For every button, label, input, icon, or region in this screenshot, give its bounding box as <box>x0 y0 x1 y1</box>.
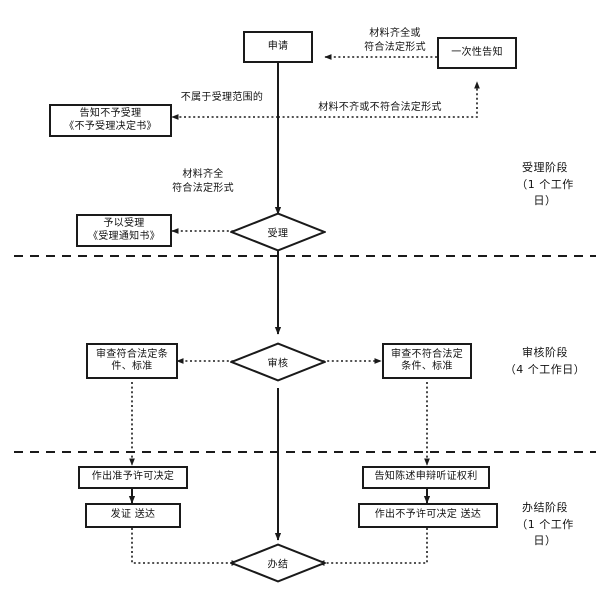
stage-label-review: 审核阶段 （4 个工作日） <box>495 345 595 378</box>
review-diamond-shape <box>230 342 326 382</box>
stage-label-acceptance-line3: 日） <box>533 194 557 207</box>
edge-label-not-in-scope: 不属于受理范围的 <box>158 91 286 105</box>
node-review-fail-line2: 条件、标准 <box>401 361 453 372</box>
edge-issue-to-complete <box>131 528 239 566</box>
edge-label-materials-incomplete: 材料不齐或不符合法定形式 <box>300 101 460 115</box>
node-accept-notice[interactable]: 予以受理 《受理通知书》 <box>76 214 172 247</box>
node-reject-acceptance-line2: 《不予受理决定书》 <box>64 120 157 132</box>
node-one-time-notice-label: 一次性告知 <box>451 46 503 58</box>
node-complete-diamond[interactable]: 办结 <box>230 543 326 583</box>
stage-label-acceptance-line1: 受理阶段 <box>522 161 568 174</box>
node-reject-acceptance-line1: 告知不予受理 <box>79 108 142 119</box>
node-review-pass-line2: 件、标准 <box>111 361 153 372</box>
node-reject-acceptance-notice[interactable]: 告知不予受理 《不予受理决定书》 <box>49 104 172 137</box>
stage-label-completion-line3: 日） <box>533 534 557 547</box>
node-accept-diamond[interactable]: 受理 <box>230 212 326 252</box>
edge-label-materials-complete-line1: 材料齐全 <box>182 169 224 180</box>
node-accept-notice-line2: 《受理通知书》 <box>87 230 161 242</box>
edge-label-materials-complete: 材料齐全 符合法定形式 <box>148 168 258 195</box>
edge-label-materials-ok-or-legal-line2: 符合法定形式 <box>364 41 426 53</box>
node-rights-notice-label: 告知陈述申辩听证权利 <box>374 471 478 483</box>
stage-label-review-line1: 审核阶段 <box>522 346 568 359</box>
node-reject-decision[interactable]: 作出不予许可决定 送达 <box>358 503 498 528</box>
node-apply[interactable]: 申请 <box>243 31 313 63</box>
complete-diamond-shape <box>230 543 326 583</box>
stage-label-review-line2: （4 个工作日） <box>504 362 586 376</box>
node-review-pass[interactable]: 审查符合法定条 件、标准 <box>86 343 178 379</box>
node-approve-decision[interactable]: 作出准予许可决定 <box>78 466 188 489</box>
node-review-diamond[interactable]: 审核 <box>230 342 326 382</box>
node-review-pass-line1: 审查符合法定条 <box>95 348 169 360</box>
edge-label-materials-ok-or-legal-line1: 材料齐全或 <box>369 28 421 39</box>
stage-label-acceptance-line2: （1 个工作 <box>516 177 574 191</box>
stage-label-acceptance: 受理阶段 （1 个工作 日） <box>500 160 590 210</box>
node-apply-label: 申请 <box>267 40 289 52</box>
edge-reject-to-complete <box>317 528 428 566</box>
edge-label-not-in-scope-text: 不属于受理范围的 <box>180 92 264 103</box>
accept-diamond-shape <box>230 212 326 252</box>
node-approve-decision-label: 作出准予许可决定 <box>91 471 175 483</box>
edge-label-materials-incomplete-text: 材料不齐或不符合法定形式 <box>318 102 442 113</box>
stage-label-completion: 办结阶段 （1 个工作 日） <box>500 500 590 550</box>
edge-apply-to-onetime <box>278 81 480 118</box>
node-one-time-notice[interactable]: 一次性告知 <box>437 37 517 69</box>
node-review-fail-line1: 审查不符合法定 <box>390 348 464 360</box>
edge-label-materials-ok-or-legal: 材料齐全或 符合法定形式 <box>330 27 460 54</box>
node-rights-notice[interactable]: 告知陈述申辩听证权利 <box>362 466 490 489</box>
node-reject-decision-label: 作出不予许可决定 送达 <box>374 509 482 521</box>
stage-label-completion-line2: （1 个工作 <box>516 517 574 531</box>
stage-label-completion-line1: 办结阶段 <box>522 501 568 514</box>
node-review-fail[interactable]: 审查不符合法定 条件、标准 <box>382 343 472 379</box>
node-accept-notice-line1: 予以受理 <box>103 218 145 229</box>
node-issue-deliver-label: 发证 送达 <box>110 509 156 521</box>
node-issue-deliver[interactable]: 发证 送达 <box>85 503 181 528</box>
edge-label-materials-complete-line2: 符合法定形式 <box>172 182 234 194</box>
